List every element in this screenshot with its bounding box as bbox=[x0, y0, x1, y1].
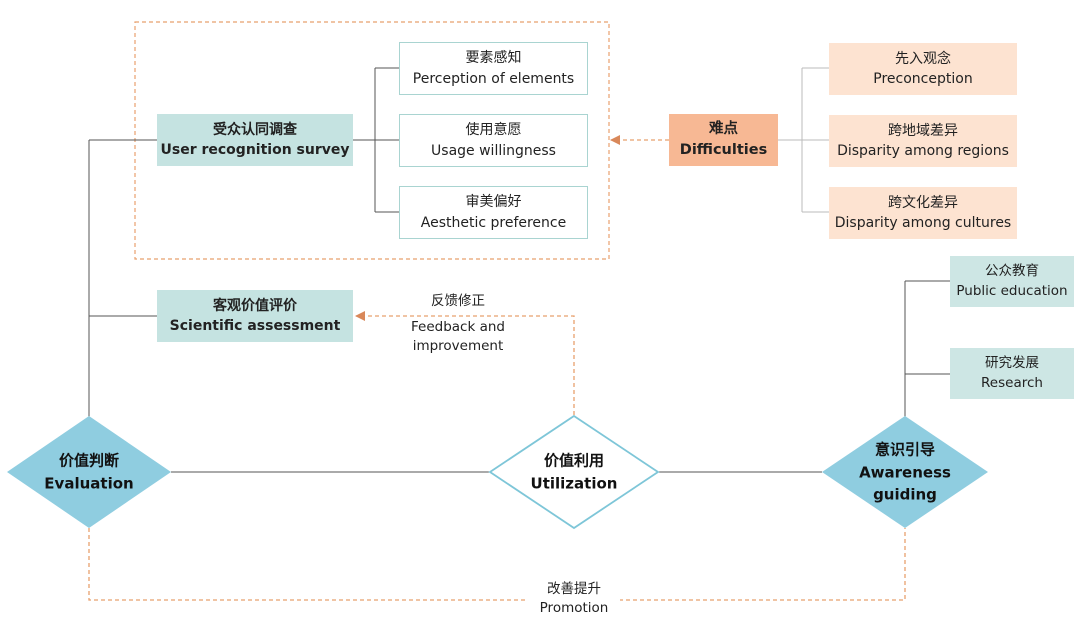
regions-zh: 跨地域差异 bbox=[888, 122, 958, 139]
awareness-en-1: Awareness bbox=[859, 462, 951, 481]
usage-box[interactable]: 使用意愿 Usage willingness bbox=[399, 114, 588, 167]
promotion-label-backdrop bbox=[528, 581, 620, 619]
education-box[interactable]: 公众教育 Public education bbox=[950, 256, 1074, 307]
cultures-en: Disparity among cultures bbox=[834, 215, 1012, 231]
difficulties-box[interactable]: 难点 Difficulties bbox=[669, 114, 778, 166]
preconception-zh: 先入观念 bbox=[895, 50, 951, 67]
preconception-box[interactable]: 先入观念 Preconception bbox=[829, 43, 1017, 95]
survey-en: User recognition survey bbox=[160, 142, 350, 158]
edge-promotion-loop bbox=[88, 528, 906, 601]
feedback-en-2: improvement bbox=[412, 338, 504, 355]
usage-zh: 使用意愿 bbox=[465, 122, 522, 139]
evaluation-en: Evaluation bbox=[44, 474, 134, 492]
cultures-zh: 跨文化差异 bbox=[888, 194, 958, 211]
education-zh: 公众教育 bbox=[985, 262, 1039, 279]
research-en: Research bbox=[981, 374, 1043, 391]
aesthetic-zh: 审美偏好 bbox=[465, 194, 522, 211]
edge-feedback-to-assessment bbox=[355, 311, 575, 415]
cultures-box[interactable]: 跨文化差异 Disparity among cultures bbox=[829, 187, 1017, 239]
awareness-en-2: guiding bbox=[873, 485, 937, 504]
awareness-zh: 意识引导 bbox=[874, 440, 935, 459]
utilization-zh: 价值利用 bbox=[543, 451, 604, 470]
promotion-label: 改善提升 Promotion bbox=[540, 580, 609, 618]
survey-box[interactable]: 受众认同调查 User recognition survey bbox=[157, 114, 353, 166]
assessment-zh: 客观价值评价 bbox=[213, 297, 297, 314]
regions-box[interactable]: 跨地域差异 Disparity among regions bbox=[829, 115, 1017, 167]
evaluation-zh: 价值判断 bbox=[58, 451, 120, 470]
awareness-label: 意识引导 Awareness guiding bbox=[859, 438, 951, 506]
feedback-label: 反馈修正 Feedback and improvement bbox=[411, 292, 505, 357]
education-en: Public education bbox=[956, 282, 1068, 299]
assessment-en: Scientific assessment bbox=[169, 318, 341, 334]
promotion-en: Promotion bbox=[539, 599, 609, 616]
usage-en: Usage willingness bbox=[431, 142, 556, 159]
preconception-en: Preconception bbox=[873, 71, 973, 87]
evaluation-diamond[interactable] bbox=[7, 416, 171, 528]
perception-en: Perception of elements bbox=[412, 70, 575, 87]
feedback-zh: 反馈修正 bbox=[430, 293, 485, 309]
aesthetic-box[interactable]: 审美偏好 Aesthetic preference bbox=[399, 186, 588, 239]
aesthetic-en: Aesthetic preference bbox=[420, 214, 567, 231]
research-zh: 研究发展 bbox=[985, 354, 1039, 371]
perception-zh: 要素感知 bbox=[465, 50, 522, 67]
awareness-diamond[interactable] bbox=[822, 416, 988, 528]
utilization-label: 价值利用 Utilization bbox=[531, 450, 618, 495]
evaluation-label: 价值判断 Evaluation bbox=[44, 450, 133, 495]
survey-zh: 受众认同调查 bbox=[213, 121, 297, 138]
assessment-box[interactable]: 客观价值评价 Scientific assessment bbox=[157, 290, 353, 342]
promotion-zh: 改善提升 bbox=[547, 581, 601, 597]
feedback-en-1: Feedback and bbox=[411, 318, 505, 335]
perception-box[interactable]: 要素感知 Perception of elements bbox=[399, 42, 588, 95]
utilization-diamond[interactable] bbox=[488, 414, 660, 530]
regions-en: Disparity among regions bbox=[837, 143, 1009, 159]
difficulties-en: Difficulties bbox=[679, 142, 768, 158]
utilization-en: Utilization bbox=[530, 474, 618, 492]
research-box[interactable]: 研究发展 Research bbox=[950, 348, 1074, 399]
difficulties-zh: 难点 bbox=[709, 120, 738, 137]
